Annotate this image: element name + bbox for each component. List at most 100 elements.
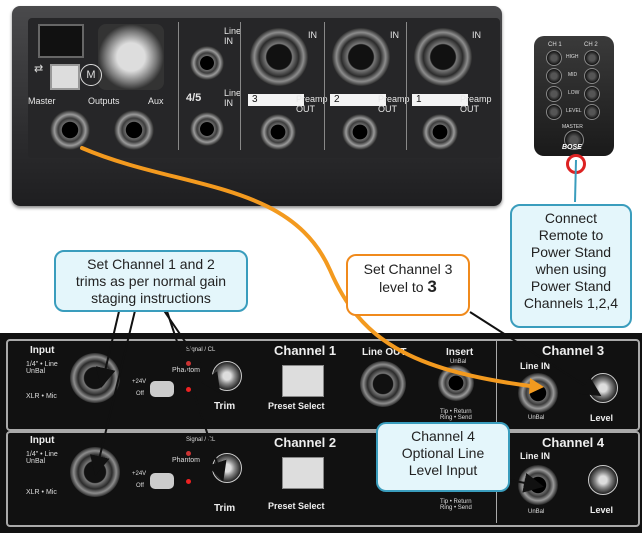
preamp-out-label-3: Preamp OUT (296, 94, 328, 114)
remote-ch1-label: CH 1 (548, 42, 562, 48)
mixer-row-channel-2 (6, 431, 640, 527)
tip-return-label-2: Tip • Return Ring • Send (440, 499, 472, 511)
trim-knob-2[interactable] (212, 453, 242, 483)
divider (240, 22, 241, 150)
channel-3-title: Channel 3 (542, 343, 605, 358)
clip-led-1 (186, 387, 191, 392)
preset-select-switch-1[interactable] (282, 365, 324, 397)
signal-led-2 (186, 451, 191, 456)
channel-2-input-jack[interactable] (70, 447, 120, 497)
in-label-3: IN (308, 30, 317, 40)
remote-knob-high-2[interactable] (584, 68, 600, 84)
trim-instructions-callout: Set Channel 1 and 2 trims as per normal … (54, 250, 248, 312)
signal-cl-label-2: Signal / CL (186, 437, 216, 443)
remote-mid-label: MID (568, 72, 578, 78)
channel-1-combo-input[interactable] (414, 28, 472, 86)
channel-4-callout: Channel 4 Optional Line Level Input (376, 422, 510, 492)
remote-knob-mid-2[interactable] (584, 86, 600, 102)
line-unbal-label-2: 1/4" • Line UnBal (26, 451, 58, 465)
line-out-xlr-jack[interactable] (360, 361, 406, 407)
line-in-5-jack[interactable] (190, 112, 224, 146)
interface-connector-panel: ⇄ M Master Outputs Aux Line IN 4/5 Line … (28, 18, 500, 158)
channel-3-level-label: Level (590, 413, 614, 423)
remote-master-knob[interactable] (564, 130, 584, 150)
input-label-2: Input (30, 435, 55, 446)
xlr-mic-label-1: XLR • Mic (26, 393, 57, 400)
preamp-out-label-1: Preamp OUT (460, 94, 492, 114)
remote-knob-low-2[interactable] (584, 104, 600, 120)
channel-4-line-in-label: Line IN (520, 451, 551, 461)
channel-3-line-in-jack[interactable] (518, 373, 558, 413)
channel-1-preamp-out-jack[interactable] (422, 114, 458, 150)
channel-4-level-knob[interactable] (588, 465, 618, 495)
remote-ch2-label: CH 2 (584, 42, 598, 48)
line-in-4-jack[interactable] (190, 46, 224, 80)
divider (324, 22, 325, 150)
aux-label: Aux (148, 96, 164, 106)
remote-connector-ring (566, 154, 586, 174)
insert-label: Insert (446, 347, 474, 358)
trim-label-1: Trim (214, 401, 236, 412)
mixer-front-panel: Input 1/4" • Line UnBal XLR • Mic Signal… (0, 333, 642, 533)
ch3-callout-line2: level to 3 (348, 278, 468, 296)
trim-knob-1[interactable] (212, 361, 242, 391)
insert-jack[interactable] (438, 365, 474, 401)
plus24-label-2: +24V (132, 471, 147, 477)
line-unbal-label-1: 1/4" • Line UnBal (26, 361, 58, 375)
channel-2-preamp-out-jack[interactable] (342, 114, 378, 150)
power-switch[interactable] (38, 24, 84, 58)
input-label-1: Input (30, 345, 55, 356)
channel-4-title: Channel 4 (542, 435, 605, 450)
usb-icon: ⇄ (34, 63, 44, 75)
ch3-callout-text: level to (379, 279, 428, 295)
xlr-mic-label-2: XLR • Mic (26, 489, 57, 496)
remote-knob-ch1[interactable] (546, 50, 562, 66)
ethernet-port[interactable] (98, 24, 164, 90)
channel-4-line-in-jack[interactable] (518, 465, 558, 505)
master-output-jack[interactable] (50, 110, 90, 150)
line-out-label: Line OUT (362, 347, 407, 358)
channel-3-level-knob[interactable] (588, 373, 618, 403)
in-label-2: IN (390, 30, 399, 40)
remote-high-label: HIGH (566, 54, 579, 60)
channel-2-title: Channel 2 (274, 435, 337, 450)
usb-port[interactable] (50, 64, 80, 90)
off-label-1: Off (136, 391, 144, 397)
preset-select-label-1: Preset Select (268, 401, 325, 411)
input-45-label: 4/5 (186, 92, 202, 104)
trim-label-2: Trim (214, 503, 236, 514)
remote-master-label: MASTER (562, 124, 583, 130)
line-in-label-a: Line IN (224, 26, 242, 46)
divider (406, 22, 407, 150)
channel-3-combo-input[interactable] (250, 28, 308, 86)
remote-level-label: LEVEL (566, 108, 582, 114)
tip-return-label-1: Tip • Return Ring • Send (440, 409, 472, 421)
bose-logo: BOSE (562, 144, 582, 151)
phantom-switch-2[interactable] (150, 473, 174, 489)
ch3-callout-line1: Set Channel 3 (363, 261, 453, 277)
insert-unbal-label: UnBal (450, 359, 467, 365)
signal-led-1 (186, 361, 191, 366)
off-label-2: Off (136, 483, 144, 489)
channel-1-title: Channel 1 (274, 343, 337, 358)
remote-knob-high-1[interactable] (546, 68, 562, 84)
channel-3-preamp-out-jack[interactable] (260, 114, 296, 150)
channel-1-number: 1 (412, 94, 468, 106)
remote-knob-ch2[interactable] (584, 50, 600, 66)
remote-control: CH 1 CH 2 HIGH MID LOW LEVEL MASTER BOSE (534, 36, 614, 156)
preset-select-switch-2[interactable] (282, 457, 324, 489)
in-label-1: IN (472, 30, 481, 40)
phantom-label-2: Phantom (172, 457, 201, 464)
remote-knob-mid-1[interactable] (546, 86, 562, 102)
clip-led-2 (186, 479, 191, 484)
signal-cl-label-1: Signal / CL (186, 347, 216, 353)
channel-2-combo-input[interactable] (332, 28, 390, 86)
aux-output-jack[interactable] (114, 110, 154, 150)
remote-knob-low-1[interactable] (546, 104, 562, 120)
outputs-label: Outputs (88, 96, 120, 106)
channel-3-line-in-label: Line IN (520, 361, 551, 371)
channel-1-input-jack[interactable] (70, 353, 120, 403)
audio-interface-back-panel: ⇄ M Master Outputs Aux Line IN 4/5 Line … (12, 6, 502, 206)
phantom-switch-1[interactable] (150, 381, 174, 397)
channel-3-unbal-label: UnBal (528, 415, 545, 421)
